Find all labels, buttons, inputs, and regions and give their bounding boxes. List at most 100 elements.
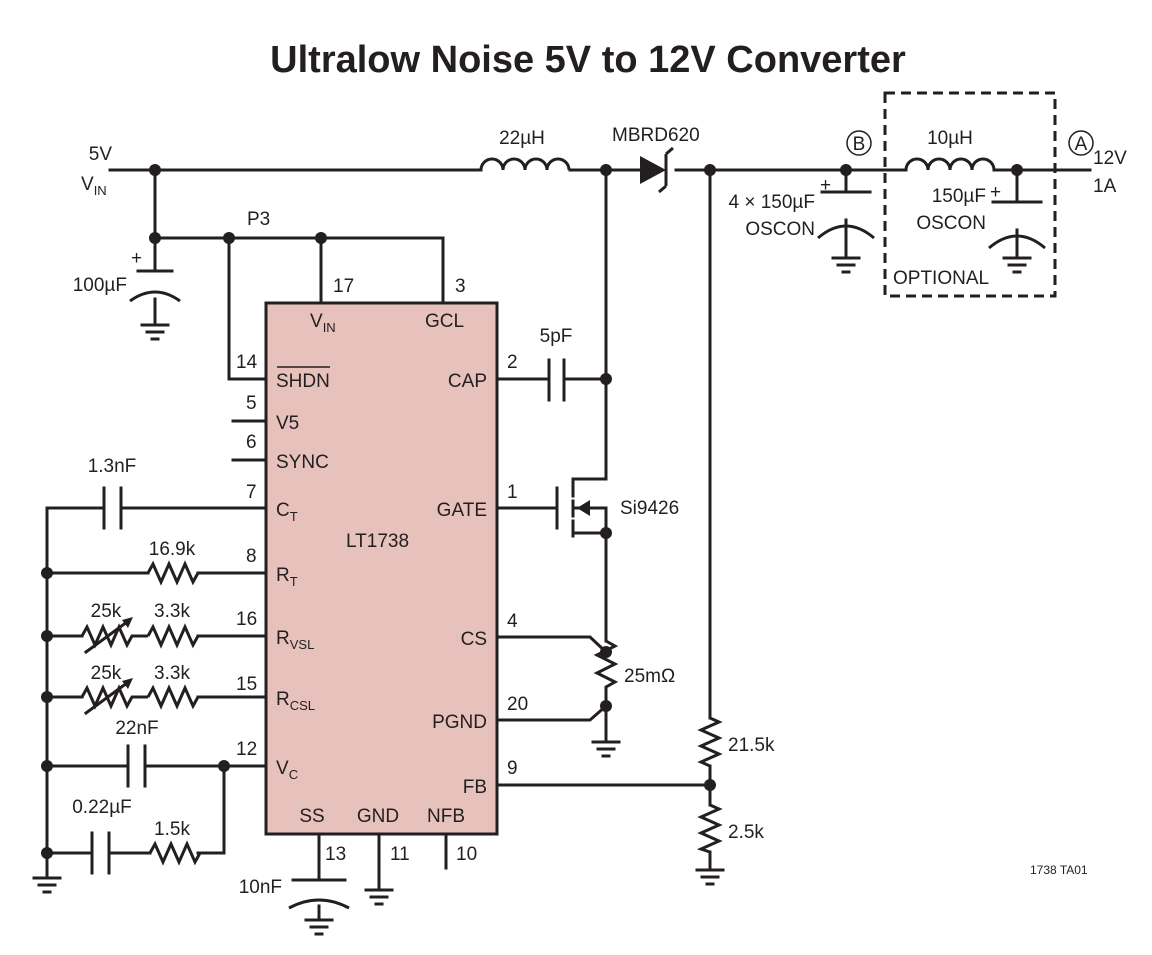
- svg-text:RVSL: RVSL: [276, 628, 314, 652]
- rvsl-network: [80, 617, 200, 655]
- cap-22nf: [126, 744, 147, 788]
- ct-value: 1.3nF: [88, 456, 137, 477]
- resistor-2k5: [696, 803, 723, 854]
- cap-ss: [288, 878, 350, 910]
- cout-type: OSCON: [745, 219, 815, 240]
- optional-filter-box: [883, 91, 1057, 298]
- mosfet-arrow: [577, 500, 590, 516]
- svg-text:16: 16: [236, 609, 257, 630]
- rsense-value: 25mΩ: [624, 666, 675, 687]
- svg-text:15: 15: [236, 674, 257, 695]
- cin-value: 100µF: [73, 275, 127, 296]
- resistor-21k5: [697, 716, 723, 768]
- svg-text:12: 12: [236, 739, 257, 760]
- svg-text:3: 3: [455, 276, 466, 297]
- rvsl-pot-value: 25k: [91, 601, 122, 622]
- svg-text:14: 14: [236, 352, 258, 373]
- cfilt-value: 150µF: [932, 186, 986, 207]
- svg-text:PGND: PGND: [432, 712, 487, 733]
- node-a-label: A: [1075, 134, 1088, 155]
- output-current: 1A: [1093, 176, 1117, 197]
- diode-part: MBRD620: [612, 125, 700, 146]
- svg-text:2: 2: [507, 352, 518, 373]
- svg-text:13: 13: [325, 844, 346, 865]
- junction-dots: [41, 164, 1023, 859]
- svg-text:7: 7: [246, 482, 257, 503]
- lt1738-ic-body: [264, 301, 499, 836]
- svg-text:20: 20: [507, 694, 528, 715]
- svg-text:VIN: VIN: [310, 311, 336, 335]
- cout-value: 4 × 150µF: [729, 192, 815, 213]
- node-b-label: B: [853, 134, 866, 155]
- svg-text:SHDN: SHDN: [276, 371, 330, 392]
- cap-ct: [102, 486, 123, 530]
- vin-label: VIN: [81, 174, 107, 198]
- svg-text:RCSL: RCSL: [276, 689, 315, 713]
- resistor-rt: [146, 560, 200, 586]
- svg-text:+: +: [820, 175, 831, 196]
- rcsl-value: 3.3k: [154, 663, 190, 684]
- schottky-diode: [640, 146, 674, 194]
- rt-value: 16.9k: [149, 539, 196, 560]
- svg-text:CT: CT: [276, 500, 298, 524]
- ic-part-name: LT1738: [346, 531, 409, 552]
- circuit-wires: [45, 168, 1092, 922]
- cap-5pf: [547, 358, 566, 402]
- svg-text:SYNC: SYNC: [276, 452, 329, 473]
- svg-text:GND: GND: [357, 806, 399, 827]
- pin-numbers: 17 3 14 5 6 7 8 16 15 12 2 1 4 20 9 13 1…: [236, 276, 528, 865]
- l1-value: 22µH: [499, 128, 545, 149]
- cc1-value: 22nF: [115, 718, 158, 739]
- rcsl-pot-value: 25k: [91, 663, 122, 684]
- vin-voltage-label: 5V: [89, 144, 113, 165]
- rcsl-network: [80, 678, 200, 716]
- svg-text:17: 17: [333, 276, 354, 297]
- svg-text:8: 8: [246, 546, 257, 567]
- cfilt-type: OSCON: [916, 213, 986, 234]
- css-value: 10nF: [239, 877, 282, 898]
- output-voltage: 12V: [1093, 148, 1127, 169]
- node-b-marker: [846, 130, 872, 156]
- cap-0u22: [90, 831, 111, 875]
- rfb-bot-value: 2.5k: [728, 822, 764, 843]
- input-capacitor: +: [129, 248, 181, 303]
- svg-text:9: 9: [507, 758, 518, 779]
- svg-text:GATE: GATE: [437, 500, 487, 521]
- ic-pin-labels: VIN GCL SHDN V5 SYNC CT RT RVSL RCSL VC …: [276, 311, 487, 827]
- svg-text:6: 6: [246, 432, 257, 453]
- inductor-l1: [479, 157, 571, 171]
- svg-text:11: 11: [390, 844, 410, 865]
- resistor-1k5: [148, 840, 202, 866]
- filter-capacitor: +: [988, 182, 1046, 250]
- inductor-l2: [904, 157, 996, 171]
- l2-value: 10µH: [927, 128, 973, 149]
- svg-text:CS: CS: [461, 629, 487, 650]
- svg-text:5: 5: [246, 393, 257, 414]
- optional-label: OPTIONAL: [893, 268, 989, 289]
- mosfet-part: Si9426: [620, 498, 679, 519]
- svg-text:NFB: NFB: [427, 806, 465, 827]
- p3-label: P3: [247, 209, 270, 230]
- rc-value: 1.5k: [154, 819, 190, 840]
- svg-text:1: 1: [507, 482, 518, 503]
- cc2-value: 0.22µF: [72, 797, 132, 818]
- ccap-value: 5pF: [540, 326, 573, 347]
- svg-text:RT: RT: [276, 565, 298, 589]
- svg-text:SS: SS: [299, 806, 324, 827]
- figure-id: 1738 TA01: [1030, 863, 1088, 877]
- svg-text:VC: VC: [276, 758, 298, 782]
- output-capacitor: +: [817, 175, 875, 240]
- node-a-marker: [1068, 130, 1094, 156]
- svg-text:GCL: GCL: [425, 311, 464, 332]
- svg-text:CAP: CAP: [448, 371, 487, 392]
- svg-text:10: 10: [456, 844, 477, 865]
- svg-text:4: 4: [507, 611, 518, 632]
- svg-text:V5: V5: [276, 413, 299, 434]
- svg-text:+: +: [131, 248, 142, 269]
- sense-resistor: [593, 639, 619, 692]
- svg-text:FB: FB: [463, 777, 487, 798]
- rfb-top-value: 21.5k: [728, 735, 775, 756]
- rvsl-value: 3.3k: [154, 601, 190, 622]
- svg-text:+: +: [990, 182, 1001, 203]
